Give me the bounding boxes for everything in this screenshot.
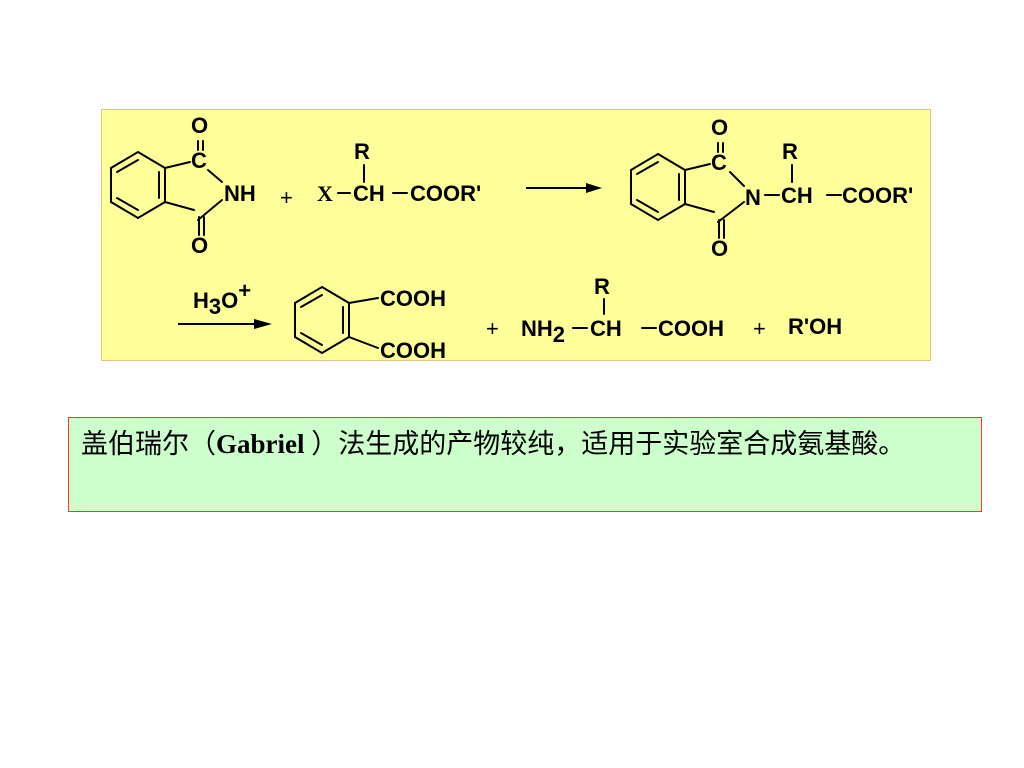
n-alkylphthalimide-structure bbox=[630, 142, 842, 239]
reaction-arrow-top bbox=[526, 183, 602, 193]
reactant2-ch: CH bbox=[353, 181, 385, 206]
amino-acid-bonds bbox=[572, 298, 657, 329]
reagent-subscript: 3 bbox=[209, 294, 221, 319]
plus-sign-2: + bbox=[486, 316, 499, 341]
note-text-before: 盖伯瑞尔（ bbox=[81, 429, 216, 460]
alkyl-halide-bonds bbox=[337, 164, 408, 194]
reactant1-nh: NH bbox=[224, 181, 256, 206]
reagent-h: H bbox=[193, 288, 209, 313]
reagent-charge: + bbox=[238, 278, 251, 303]
gabriel-synthesis-note: 盖伯瑞尔（Gabriel ）法生成的产物较纯，适用于实验室合成氨基酸。 bbox=[68, 417, 982, 512]
reaction-scheme: O C NH O + R X CH COOR' O C N O R CH COO… bbox=[101, 109, 931, 362]
note-gabriel: Gabriel bbox=[216, 429, 312, 459]
product1-c-top: C bbox=[711, 150, 727, 175]
product3-nh2: NH2 bbox=[521, 316, 565, 347]
reaction-arrow-bottom bbox=[178, 319, 272, 329]
product3-subscript: 2 bbox=[553, 322, 565, 347]
product1-coor: COOR' bbox=[842, 183, 913, 208]
product1-o-bottom: O bbox=[711, 236, 728, 261]
reactant1-o-bottom: O bbox=[191, 233, 208, 258]
reaction-scheme-drawing: O C NH O + R X CH COOR' O C N O R CH COO… bbox=[110, 113, 913, 362]
product3-ch: CH bbox=[590, 316, 622, 341]
reactant2-coor: COOR' bbox=[410, 181, 481, 206]
note-text-after: ）法生成的产物较纯，适用于实验室合成氨基酸。 bbox=[311, 429, 906, 460]
product1-o-top: O bbox=[711, 115, 728, 140]
phthalic-acid-structure bbox=[294, 285, 379, 355]
plus-sign-3: + bbox=[753, 316, 766, 341]
phthalimide-structure bbox=[110, 140, 223, 236]
reactant2-x: X bbox=[317, 181, 333, 206]
reagent-o: O bbox=[221, 288, 238, 313]
plus-sign-1: + bbox=[280, 185, 293, 210]
product3-cooh: COOH bbox=[658, 316, 724, 341]
product4-roh: R'OH bbox=[788, 314, 842, 339]
product1-r: R bbox=[782, 139, 798, 164]
reactant1-c-top: C bbox=[191, 148, 207, 173]
product2-cooh-top: COOH bbox=[380, 286, 446, 311]
reagent-h3o-plus: H3O+ bbox=[193, 278, 251, 319]
reactant2-r: R bbox=[354, 139, 370, 164]
reactant1-o-top: O bbox=[191, 113, 208, 138]
product1-ch: CH bbox=[781, 183, 813, 208]
product3-r: R bbox=[594, 274, 610, 299]
product1-n: N bbox=[745, 185, 761, 210]
product3-nh: NH bbox=[521, 316, 553, 341]
product2-cooh-bottom: COOH bbox=[380, 338, 446, 362]
